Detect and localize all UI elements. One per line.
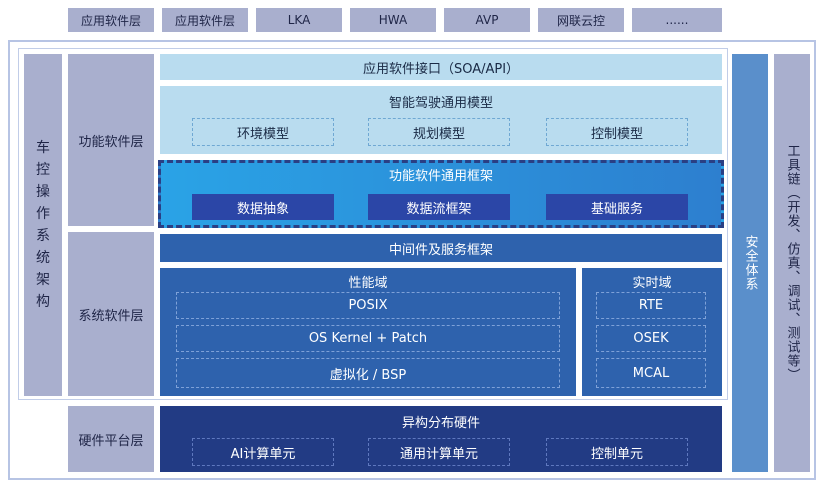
top-tab-cloud: 网联云控 (538, 8, 624, 32)
control-model: 控制模型 (546, 118, 688, 146)
top-tab-app-2: 应用软件层 (162, 8, 248, 32)
realtime-domain: 实时域 (582, 268, 722, 396)
os-kernel-patch: OS Kernel + Patch (176, 325, 560, 352)
inner-frame (18, 48, 728, 400)
planning-model: 规划模型 (368, 118, 510, 146)
system-software-layer-label: 系统软件层 (68, 232, 154, 396)
functional-software-layer-label: 功能软件层 (68, 54, 154, 226)
top-tab-hwa: HWA (350, 8, 436, 32)
realtime-domain-title: 实时域 (632, 276, 672, 291)
virtualization-bsp: 虚拟化 / BSP (176, 358, 560, 388)
basic-services: 基础服务 (546, 194, 688, 220)
model-title: 智能驾驶通用模型 (388, 96, 493, 111)
vehicle-os-architecture-label: 车控操作系统架构 (24, 54, 62, 396)
osek: OSEK (596, 325, 706, 352)
mcal: MCAL (596, 358, 706, 388)
intelligent-driving-model: 智能驾驶通用模型 (160, 86, 722, 154)
hardware-title: 异构分布硬件 (401, 416, 480, 431)
top-tab-avp: AVP (444, 8, 530, 32)
control-unit: 控制单元 (546, 438, 688, 466)
middleware-service-framework: 中间件及服务框架 (160, 234, 722, 262)
toolchain: 工具链（开发、仿真、调试、测试等） (774, 54, 810, 472)
performance-domain-title: 性能域 (348, 276, 388, 291)
performance-domain: 性能域 (160, 268, 576, 396)
heterogeneous-hardware: 异构分布硬件 (160, 406, 722, 472)
ai-compute-unit: AI计算单元 (192, 438, 334, 466)
safety-system: 安全体系 (732, 54, 768, 472)
general-compute-unit: 通用计算单元 (368, 438, 510, 466)
top-tab-more: ...... (632, 8, 722, 32)
posix: POSIX (176, 292, 560, 319)
data-abstraction: 数据抽象 (192, 194, 334, 220)
framework-title: 功能软件通用框架 (388, 169, 493, 184)
top-tab-app-1: 应用软件层 (68, 8, 154, 32)
environment-model: 环境模型 (192, 118, 334, 146)
top-tab-lka: LKA (256, 8, 342, 32)
hardware-platform-layer-label: 硬件平台层 (68, 406, 154, 472)
rte: RTE (596, 292, 706, 319)
app-software-interface: 应用软件接口（SOA/API） (160, 54, 722, 80)
data-flow-framework: 数据流框架 (368, 194, 510, 220)
